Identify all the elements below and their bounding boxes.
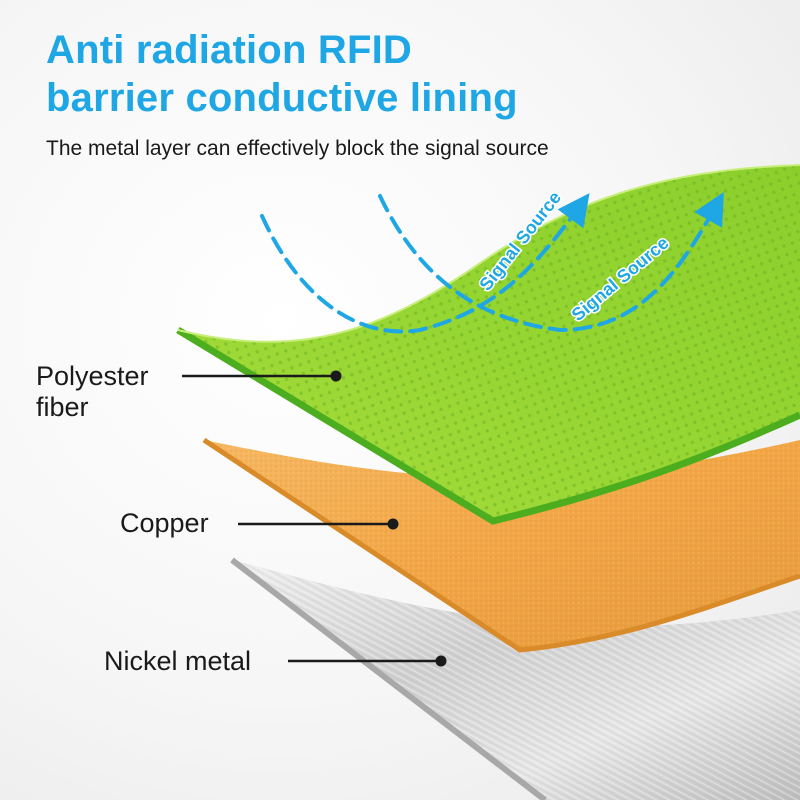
title-line-2: barrier conductive lining: [46, 76, 518, 120]
label-copper: Copper: [120, 508, 209, 539]
callout-nickel: [288, 655, 447, 667]
copper-layer: [202, 437, 800, 653]
label-nickel-metal: Nickel metal: [104, 646, 251, 677]
polyester-layer: [176, 164, 800, 525]
callout-copper: [238, 518, 399, 530]
label-polyester-fiber: Polyester fiber: [36, 361, 149, 423]
subtitle: The metal layer can effectively block th…: [46, 137, 549, 160]
callout-dot-copper: [387, 518, 399, 530]
label-copper-line-1: Copper: [120, 508, 209, 538]
label-polyester-line-2: fiber: [36, 392, 89, 422]
signal-waves: [260, 192, 724, 334]
callout-dot-nickel: [435, 655, 447, 667]
signal-arrow-1: [260, 193, 590, 334]
page-title: Anti radiation RFID barrier conductive l…: [46, 26, 518, 122]
callout-polyester: [182, 370, 342, 382]
signal-arrow-2: [378, 192, 724, 333]
callout-dot-polyester: [330, 370, 342, 382]
nickel-layer: [230, 557, 800, 800]
title-line-1: Anti radiation RFID: [46, 28, 413, 72]
label-polyester-line-1: Polyester: [36, 361, 149, 391]
label-nickel-line-1: Nickel metal: [104, 646, 252, 676]
